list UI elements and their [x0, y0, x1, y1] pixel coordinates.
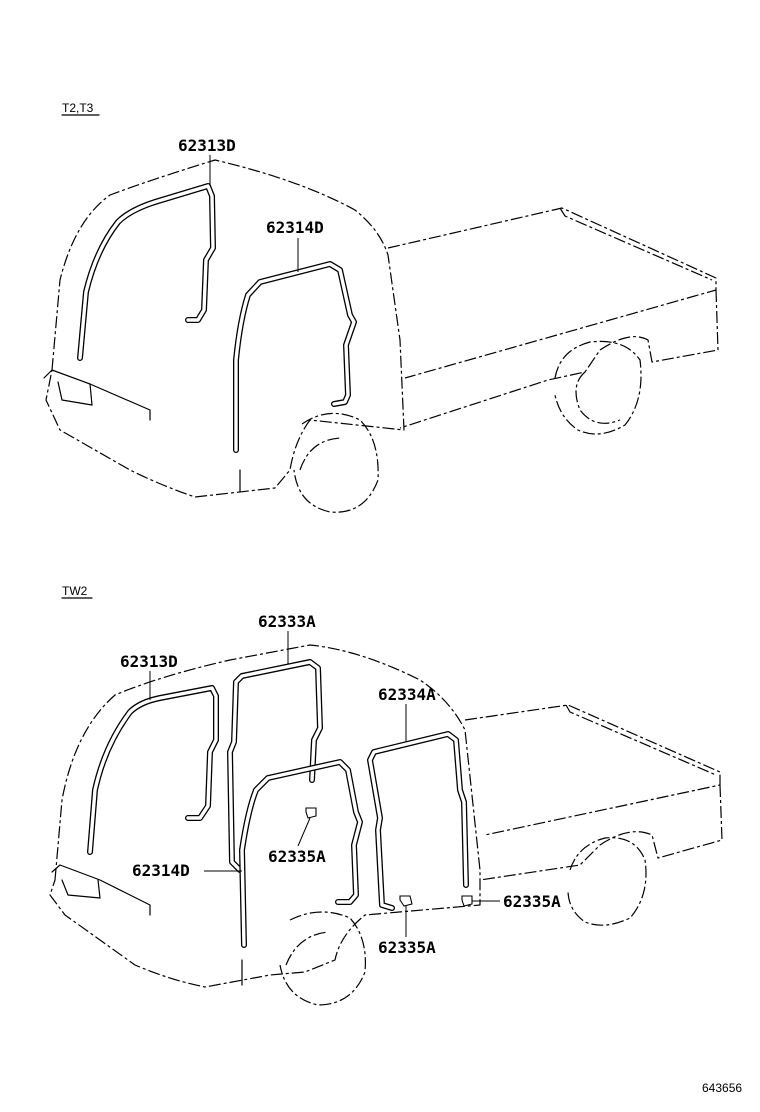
callout-label: 62314D: [132, 861, 190, 880]
clip-62335A-rear: [461, 895, 473, 907]
section-label-tw2: TW2: [62, 584, 88, 598]
truck-outline-crew-cab: [49, 644, 723, 1006]
callout-62314D-crew: 62314D: [132, 861, 242, 880]
callout-label: 62335A: [268, 847, 326, 866]
weatherstrip-62313D-single-cab: [77, 183, 216, 361]
weatherstrip-62314D-single-cab: [233, 261, 357, 453]
section-single-cab: T2,T3: [43, 101, 719, 513]
clip-62335A-front: [305, 807, 317, 819]
callout-label: 62333A: [258, 612, 316, 631]
callout-62313D-crew: 62313D: [120, 652, 178, 700]
weatherstrip-62313D-crew-cab: [87, 685, 219, 855]
weatherstrip-62333A: [227, 659, 323, 873]
callout-62334A: 62334A: [378, 685, 436, 742]
weatherstrip-62314D-crew-cab: [239, 759, 363, 948]
callout-62335A-rear: 62335A: [472, 892, 561, 911]
callout-62333A: 62333A: [258, 612, 316, 664]
callout-label: 62335A: [503, 892, 561, 911]
callout-62335A-front: 62335A: [268, 817, 326, 866]
callout-62314D-single: 62314D: [266, 218, 324, 272]
callout-62335A-middle: 62335A: [378, 906, 436, 957]
truck-outline-single-cab: [43, 159, 719, 513]
callout-label: 62335A: [378, 938, 436, 957]
section-crew-cab: TW2: [49, 584, 723, 1006]
leader-line: [297, 817, 311, 847]
callout-label: 62314D: [266, 218, 324, 237]
weatherstrip-62334A: [367, 731, 469, 911]
callout-label: 62334A: [378, 685, 436, 704]
section-label-t2-t3: T2,T3: [62, 101, 94, 115]
callout-62313D-single: 62313D: [178, 136, 236, 186]
callout-label: 62313D: [120, 652, 178, 671]
clip-62335A-middle: [399, 895, 413, 907]
callout-label: 62313D: [178, 136, 236, 155]
figure-number: 643656: [702, 1081, 742, 1095]
